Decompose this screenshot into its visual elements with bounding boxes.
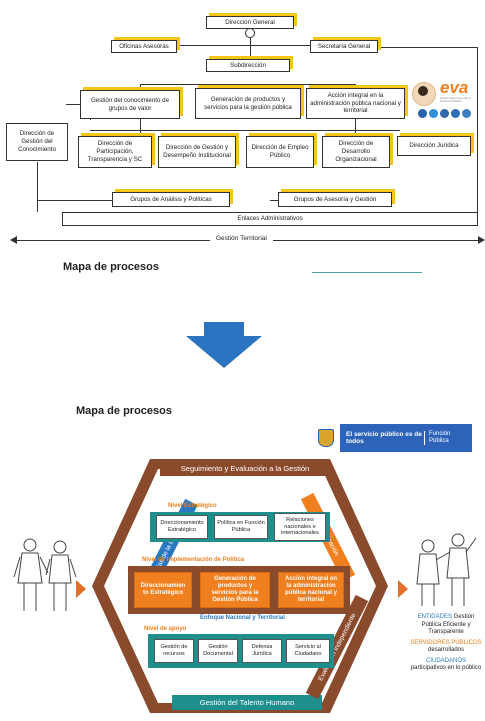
dir-desarrollo-box: Dirección de Desarrollo Organizacional xyxy=(322,136,390,168)
estrategico-item-2: Política en Función Pública xyxy=(214,515,268,539)
down-arrow-icon xyxy=(186,322,262,368)
dir-participacion-box: Dirección de Participación, Transparenci… xyxy=(78,136,152,168)
dir-gestion-conocimiento-label: Dirección de Gestión del Conocimiento xyxy=(18,130,56,153)
brand-right: Función Pública xyxy=(424,431,467,445)
estrategico-item-3: Relaciones nacionales e internacionales xyxy=(274,513,326,541)
nivel-estrategico-label: Nivel Estratégico xyxy=(168,503,217,509)
accion-integral-box: Acción integral en la administración púb… xyxy=(306,88,405,119)
dir-desarrollo-label: Dirección de Desarrollo Organizacional xyxy=(335,140,377,163)
nivel-apoyo-label: Nivel de apoyo xyxy=(144,626,187,632)
twitter-icon[interactable] xyxy=(429,109,438,118)
social-icons xyxy=(418,109,471,118)
implementacion-item-2: Generación de productos y servicios para… xyxy=(200,572,270,608)
apoyo-item-3: Defensa Jurídica xyxy=(242,639,282,663)
mail-icon[interactable] xyxy=(462,109,471,118)
apoyo-item-1: Gestión de recursos xyxy=(154,639,194,663)
eva-subtitle: Gestor Normativo de la Función Pública xyxy=(440,96,471,104)
arrow-right-icon xyxy=(76,580,86,598)
secretaria-general-label: Secretaría General xyxy=(317,42,371,50)
enlaces-box: Enlaces Administrativos xyxy=(62,212,478,226)
divider xyxy=(312,272,422,273)
dir-participacion-label: Dirección de Participación, Transparenci… xyxy=(87,140,143,163)
gestion-territorial-label: Gestión Territorial xyxy=(210,235,273,242)
dir-empleo-box: Dirección de Empleo Público xyxy=(246,136,314,168)
secretaria-general-box: Secretaría General xyxy=(310,40,378,53)
grupos-analisis-box: Grupos de Análisis y Políticas xyxy=(112,192,230,207)
dir-gestion-desempeno-box: Dirección de Gestión y Desempeño Institu… xyxy=(158,136,236,168)
direccion-general-label: Dirección General xyxy=(225,18,275,26)
accion-integral-label: Acción integral en la administración púb… xyxy=(310,91,401,115)
facebook-icon[interactable] xyxy=(418,109,427,118)
apoyo-item-2: Gestión Documental xyxy=(198,639,238,663)
dir-juridica-label: Dirección Jurídica xyxy=(409,142,459,150)
gestion-conocimiento-grupos-box: Gestión del conocimiento de grupos de va… xyxy=(80,90,180,119)
dir-gestion-conocimiento-box: Dirección de Gestión del Conocimiento xyxy=(6,123,68,161)
grupos-asesoria-label: Grupos de Asesoría y Gestión xyxy=(293,195,377,203)
arrow-right-icon xyxy=(398,580,408,598)
arrow-left-icon xyxy=(10,236,17,244)
servidores-text: desarrollados xyxy=(427,647,465,653)
youtube-icon[interactable] xyxy=(440,109,449,118)
eva-logo: eva xyxy=(440,78,469,97)
entidades-text: Gestión Pública Eficiente y Transparente xyxy=(421,614,475,635)
gestion-conocimiento-grupos-label: Gestión del conocimiento de grupos de va… xyxy=(90,96,170,112)
oficinas-asesoras-box: Oficinas Asesoras xyxy=(111,40,177,53)
dir-gestion-desempeno-label: Dirección de Gestión y Desempeño Institu… xyxy=(163,144,231,159)
subdireccion-label: Subdirección xyxy=(230,61,266,69)
implementacion-item-3: Acción integral en la administración púb… xyxy=(278,572,344,608)
entidades-title: ENTIDADES xyxy=(417,614,452,620)
linkedin-icon[interactable] xyxy=(451,109,460,118)
seguimiento-band: Seguimiento y Evaluación a la Gestión xyxy=(160,460,330,476)
generacion-productos-label: Generación de productos y servicios para… xyxy=(204,95,292,111)
dir-juridica-box: Dirección Jurídica xyxy=(397,136,471,156)
nivel-implementacion-label: Nivel de implementación de Política xyxy=(142,557,245,563)
grupos-asesoria-box: Grupos de Asesoría y Gestión xyxy=(278,192,392,207)
estrategico-item-1: Direccionamiento Estratégico xyxy=(156,515,208,539)
dir-empleo-label: Dirección de Empleo Público xyxy=(251,144,309,159)
oficinas-asesoras-label: Oficinas Asesoras xyxy=(119,42,169,50)
top-title: Mapa de procesos xyxy=(63,261,159,273)
talento-band: Gestión del Talento Humano xyxy=(172,695,322,710)
people-left-illustration xyxy=(13,538,77,611)
enlaces-label: Enlaces Administrativos xyxy=(237,215,303,223)
brand-left: El servicio público es de todos xyxy=(346,430,422,445)
implementacion-item-1: Direccionamien to Estratégico xyxy=(134,572,192,608)
ciudadanos-title: CIUDADANOS xyxy=(425,657,466,664)
enfoque-label: Enfoque Nacional y Territorial xyxy=(200,615,285,621)
shield-icon xyxy=(312,424,340,452)
subdireccion-box: Subdirección xyxy=(206,59,290,72)
ciudadanos-text: participativos en lo público xyxy=(410,665,482,671)
generacion-productos-box: Generación de productos y servicios para… xyxy=(195,88,301,119)
brand-banner: El servicio público es de todos Función … xyxy=(312,424,472,452)
people-right-illustration xyxy=(416,533,477,606)
apoyo-item-4: Servicio al Ciudadano xyxy=(286,639,330,663)
bottom-title: Mapa de procesos xyxy=(76,405,172,417)
servidores-title: SERVIDORES PÚBLICOS xyxy=(410,639,482,646)
node-circle xyxy=(245,28,255,38)
right-panel: ENTIDADES Gestión Pública Eficiente y Tr… xyxy=(408,614,484,673)
avatar-hair-icon xyxy=(418,86,428,96)
grupos-analisis-label: Grupos de Análisis y Políticas xyxy=(130,195,212,203)
arrow-right-icon xyxy=(478,236,485,244)
